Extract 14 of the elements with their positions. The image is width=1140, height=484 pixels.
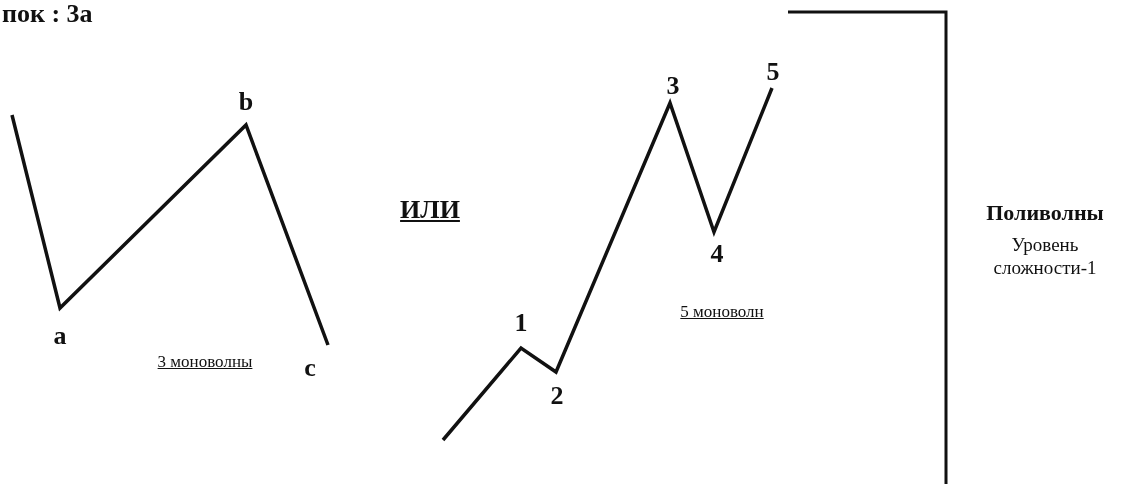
wave-number: 5 — [766, 57, 780, 87]
wave-caption: 5 моноволн — [680, 302, 764, 322]
heading-text: Поливолны — [986, 200, 1104, 226]
wave-number: 3 — [666, 71, 680, 101]
wave-point-label: a — [53, 321, 67, 351]
wave-number: 4 — [710, 239, 724, 269]
figure-title: пок : 3а — [2, 0, 93, 29]
or-label: ИЛИ — [400, 195, 460, 225]
wave-point-label: c — [304, 353, 316, 383]
wave-point-label: b — [238, 87, 254, 117]
wave-caption: 3 моноволны — [157, 352, 253, 372]
wave-number: 2 — [550, 381, 564, 411]
wave-number: 1 — [514, 308, 528, 338]
level-text: Уровень сложности-1 — [992, 234, 1098, 280]
